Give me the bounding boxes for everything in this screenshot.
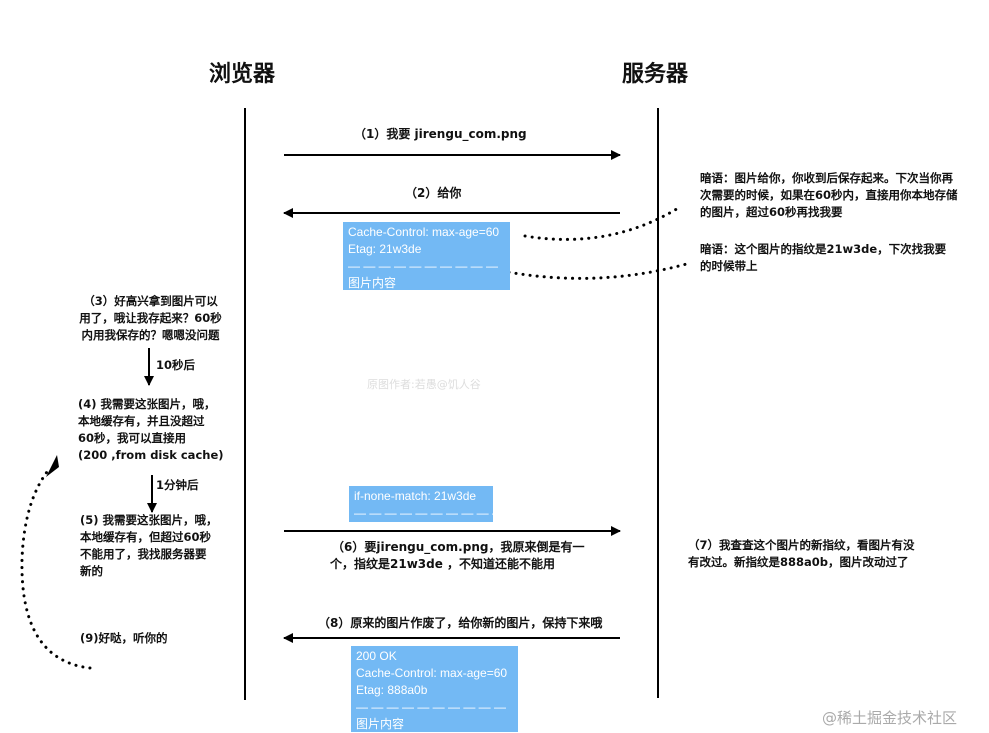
browser-step-4: (4) 我需要这张图片，哦， 本地缓存有，并且没超过 60秒，我可以直接用 (2… — [78, 396, 224, 464]
note-line: （7）我查查这个图片的新指纹，看图片有没 — [688, 538, 915, 552]
step-line: (5) 我需要这张图片，哦， — [80, 513, 218, 527]
response-header-box-1: Cache-Control: max-age=60 Etag: 21w3de —… — [343, 222, 510, 290]
box-divider: — — — — — — — — — — — [348, 259, 499, 273]
time-label-1min: 1分钟后 — [156, 478, 199, 492]
dotted-link-note2 — [418, 246, 692, 280]
server-note-2: 暗语：这个图片的指纹是21w3de，下次找我要 的时候带上 — [700, 241, 946, 275]
note-line: 有改过。新指纹是888a0b，图片改动过了 — [688, 555, 909, 569]
note-line: 的图片，超过60秒再找我要 — [700, 205, 843, 219]
note-line: 的时候带上 — [700, 259, 758, 273]
dotted-loop-arrow — [20, 466, 92, 670]
step-line: 不能用了，我找服务器要 — [80, 547, 207, 561]
step-line: 新的 — [80, 564, 103, 578]
browser-step-5: (5) 我需要这张图片，哦， 本地缓存有，但超过60秒 不能用了，我找服务器要 … — [80, 512, 218, 580]
box-line: 图片内容 — [348, 276, 397, 290]
note-line: 次需要的时候，如果在60秒内，直接用你本地存储 — [700, 188, 958, 202]
box-divider: — — — — — — — — — — — [354, 506, 505, 520]
step-line: (4) 我需要这张图片，哦， — [78, 397, 216, 411]
message-2-label: （2）给你 — [405, 186, 462, 200]
box-divider: — — — — — — — — — — — [356, 700, 507, 714]
time-label-10s: 10秒后 — [156, 358, 196, 372]
center-watermark: 原图作者:若愚@饥人谷 — [367, 378, 481, 391]
note-line: 暗语：这个图片的指纹是21w3de，下次找我要 — [700, 242, 947, 256]
server-note-7: （7）我查查这个图片的新指纹，看图片有没 有改过。新指纹是888a0b，图片改动… — [688, 537, 915, 571]
corner-watermark: @稀土掘金技术社区 — [822, 709, 958, 727]
step-line: (200 ,from disk cache) — [78, 448, 224, 462]
server-title: 服务器 — [622, 62, 689, 87]
browser-step-3: （3）好高兴拿到图片可以 用了，哦让我存起来？60秒 内用我保存的？嗯嗯没问题 — [78, 293, 223, 344]
note-line: 暗语：图片给你，你收到后保存起来。下次当你再 — [700, 171, 953, 185]
response-header-box-2: 200 OK Cache-Control: max-age=60 Etag: 8… — [351, 646, 518, 732]
step-line: 60秒，我可以直接用 — [78, 431, 187, 445]
message-6-label-line1: （6）要jirengu_com.png，我原来倒是有一 — [332, 540, 585, 554]
request-header-box: if-none-match: 21w3de — — — — — — — — — … — [349, 486, 505, 522]
message-8-label: （8）原来的图片作废了，给你新的图片，保持下来哦 — [318, 616, 603, 630]
message-6-label-line2: 个，指纹是21w3de ，不知道还能不能用 — [330, 557, 556, 571]
step-line: （3）好高兴拿到图片可以 — [83, 294, 218, 308]
browser-step-9: (9)好哒，听你的 — [80, 631, 168, 645]
step-line: 本地缓存有，但超过60秒 — [80, 530, 212, 544]
step-line: 内用我保存的？嗯嗯没问题 — [81, 328, 220, 342]
box-line: Etag: 21w3de — [348, 242, 422, 256]
step-line: 用了，哦让我存起来？60秒 — [79, 311, 222, 325]
loop-arrowhead — [46, 455, 59, 477]
box-line: 200 OK — [356, 649, 397, 663]
box-line: Cache-Control: max-age=60 — [348, 225, 500, 239]
box-line: Etag: 888a0b — [356, 683, 428, 697]
message-1-label: （1）我要 jirengu_com.png — [354, 127, 527, 141]
dotted-link-note1 — [523, 205, 682, 241]
box-line: Cache-Control: max-age=60 — [356, 666, 508, 680]
box-line: if-none-match: 21w3de — [354, 489, 477, 503]
browser-title: 浏览器 — [209, 62, 276, 87]
box-line: 图片内容 — [356, 717, 405, 731]
server-note-1: 暗语：图片给你，你收到后保存起来。下次当你再 次需要的时候，如果在60秒内，直接… — [700, 170, 958, 221]
step-line: 本地缓存有，并且没超过 — [78, 414, 205, 428]
